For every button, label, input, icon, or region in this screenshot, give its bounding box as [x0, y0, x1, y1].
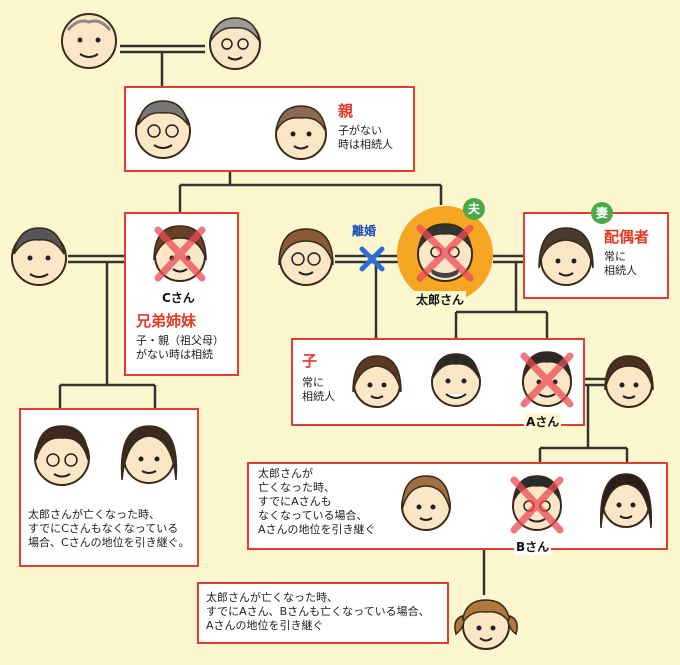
- face-grandmother: [209, 17, 261, 70]
- face-b-san: [510, 475, 564, 534]
- face-c-husband: [11, 227, 67, 286]
- face-b-wife: [401, 475, 451, 531]
- face-c-san: [153, 225, 207, 282]
- grandchild-box: [247, 462, 668, 550]
- face-father: [135, 100, 191, 159]
- face-great-grandchild: [454, 599, 518, 650]
- face-a-san: [520, 351, 574, 408]
- spouse-note: 常に 相続人: [604, 250, 637, 277]
- siblings-heading: 兄弟姉妹: [136, 312, 197, 330]
- taro-name-label: 太郎さん: [414, 291, 467, 308]
- parents-heading: 親: [338, 102, 354, 120]
- face-b-daughter: [599, 473, 653, 529]
- grandchild-note: 太郎さんが 亡くなった時、 すでにAさんも なくなっている場合、 Aさんの地位を…: [258, 467, 376, 536]
- face-taro: [416, 223, 474, 282]
- divorce-label: 離婚: [352, 224, 377, 238]
- c-san-name-label: Cさん: [160, 289, 197, 306]
- siblings-note: 子・親（祖父母） がない時は相続: [136, 334, 224, 361]
- face-a-wife: [604, 355, 654, 408]
- divorce-cross-icon: [359, 246, 385, 272]
- face-nephew-man: [34, 425, 90, 486]
- spouse-heading: 配偶者: [604, 228, 650, 246]
- great-grandchild-note: 太郎さんが亡くなった時、 すでにAさん、Bさんも亡くなっている場合、 Aさんの地…: [206, 591, 430, 632]
- face-ex-wife: [278, 228, 334, 286]
- wife-badge: 妻: [591, 202, 613, 224]
- children-heading: 子: [302, 352, 318, 370]
- face-mother: [275, 105, 327, 160]
- parents-note: 子がない 時は相続人: [338, 124, 393, 151]
- face-child-daughter: [352, 355, 402, 408]
- a-san-name-label: Aさん: [524, 413, 562, 430]
- face-nephew-woman: [120, 425, 178, 484]
- face-spouse: [538, 227, 594, 286]
- nephew-note: 太郎さんが亡くなった時、 すでにCさんもなくなっている 場合、Cさんの地位を引き…: [28, 508, 190, 549]
- face-grandfather: [61, 13, 117, 69]
- face-child-son: [431, 353, 481, 407]
- great-grandchild-box: [197, 582, 449, 644]
- husband-badge: 夫: [463, 198, 485, 220]
- b-san-name-label: Bさん: [514, 538, 552, 555]
- children-note: 常に 相続人: [302, 376, 335, 403]
